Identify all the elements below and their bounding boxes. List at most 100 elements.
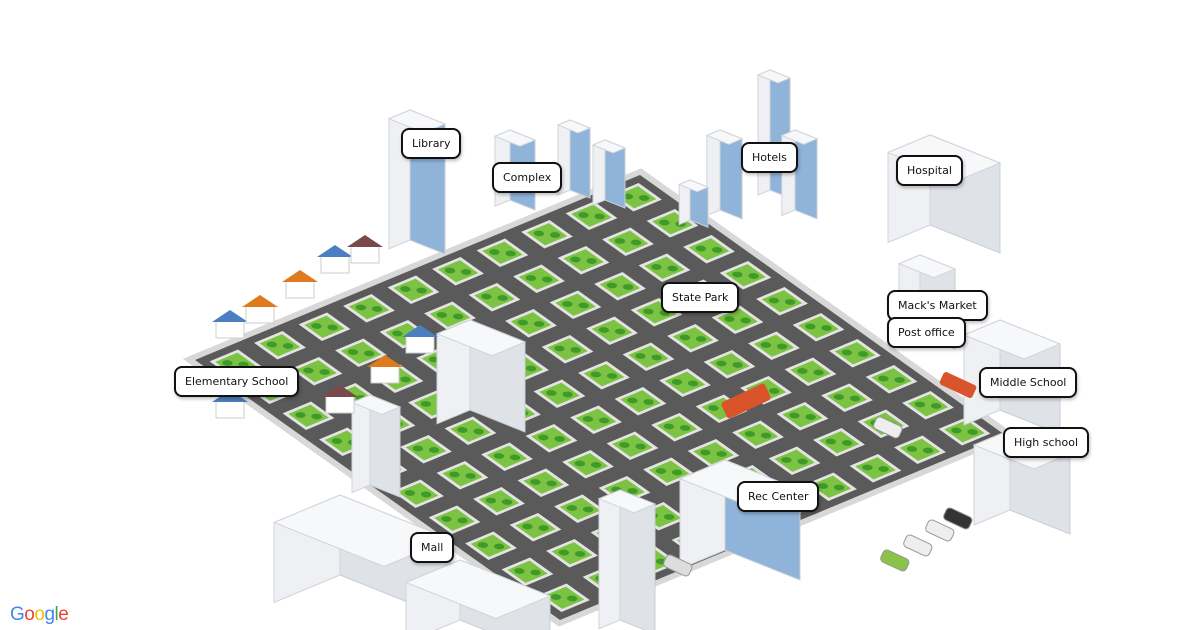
tree (805, 414, 816, 420)
hotel-tower-roof (705, 129, 744, 145)
park-block (607, 230, 649, 253)
tree (805, 323, 816, 330)
park-block (340, 341, 382, 364)
tree (598, 327, 610, 333)
tree (457, 517, 468, 524)
car (873, 416, 903, 439)
tree (578, 212, 589, 218)
tree (485, 497, 497, 504)
house-roof (347, 235, 383, 247)
tree (525, 275, 537, 281)
tree (614, 328, 626, 335)
park-block (559, 497, 601, 520)
tree (546, 390, 557, 396)
complex-tower-roof (556, 119, 592, 134)
tree (627, 397, 638, 404)
tree (594, 213, 605, 220)
car (663, 554, 693, 577)
park-block (798, 316, 839, 339)
label-elementary-school[interactable]: Elementary School (174, 366, 300, 397)
tree (525, 365, 537, 372)
tree (549, 232, 561, 238)
label-macks-market[interactable]: Mack's Market (887, 290, 988, 321)
tree (817, 483, 829, 489)
tree (638, 195, 650, 201)
tree (841, 349, 853, 356)
tree (781, 457, 792, 463)
label-complex[interactable]: Complex (492, 162, 563, 193)
label-high-school[interactable]: High school (1003, 427, 1090, 458)
park-block (304, 315, 345, 338)
park-block (826, 386, 868, 409)
park-block (636, 301, 677, 324)
tree (862, 464, 873, 471)
tree (517, 319, 529, 326)
tree (570, 347, 581, 353)
tree (744, 431, 756, 437)
park-block (563, 249, 604, 272)
tree (530, 569, 541, 576)
label-hospital[interactable]: Hospital (896, 155, 963, 186)
house-roof (282, 270, 318, 282)
tree (663, 514, 675, 520)
park-block (782, 405, 823, 428)
tree (635, 353, 646, 359)
label-state-park[interactable]: State Park (661, 282, 740, 313)
tree (452, 313, 464, 320)
park-block (717, 308, 758, 331)
label-post-office[interactable]: Post office (887, 317, 966, 348)
tree (671, 469, 683, 476)
tree (566, 505, 578, 511)
park-block (555, 293, 596, 316)
park-block (656, 416, 698, 439)
park-block (288, 404, 329, 427)
tree (347, 349, 359, 355)
tree (404, 490, 416, 496)
tree (428, 447, 440, 453)
tree (578, 302, 589, 309)
park-block (648, 460, 690, 483)
tree (570, 256, 581, 263)
tree (663, 423, 675, 430)
tree (449, 471, 460, 478)
park-block (725, 264, 766, 287)
tree (614, 238, 626, 244)
park-block (397, 482, 439, 505)
tree (509, 454, 521, 461)
tree (857, 351, 869, 357)
tree (849, 395, 861, 402)
tree (894, 377, 905, 383)
park-block (855, 457, 896, 480)
park-block (405, 438, 447, 461)
tree (671, 379, 683, 385)
tree (522, 523, 533, 530)
tree (622, 284, 634, 290)
google-logo: Google (10, 604, 69, 626)
tree (574, 460, 586, 467)
park-block (543, 586, 585, 609)
tree (789, 412, 800, 419)
logo-letter: l (54, 604, 59, 625)
label-hotels[interactable]: Hotels (741, 142, 798, 173)
tree (222, 360, 233, 366)
label-mall[interactable]: Mall (410, 532, 455, 563)
mall-annex-roof (404, 559, 552, 620)
tree (598, 417, 610, 424)
tree (473, 428, 484, 435)
hotel-tower-roof (780, 129, 819, 145)
car (925, 519, 955, 542)
tree (590, 462, 602, 468)
label-rec-center[interactable]: Rec Center (737, 481, 820, 512)
bus (939, 372, 977, 398)
tree (768, 297, 780, 304)
label-middle-school[interactable]: Middle School (979, 367, 1078, 398)
tree (327, 324, 338, 331)
complex-tower-roof (591, 139, 627, 154)
park-block (470, 534, 512, 557)
label-library[interactable]: Library (401, 128, 462, 159)
park-block (437, 260, 479, 283)
tree (825, 438, 837, 445)
tree (784, 299, 796, 305)
tree (590, 371, 602, 378)
